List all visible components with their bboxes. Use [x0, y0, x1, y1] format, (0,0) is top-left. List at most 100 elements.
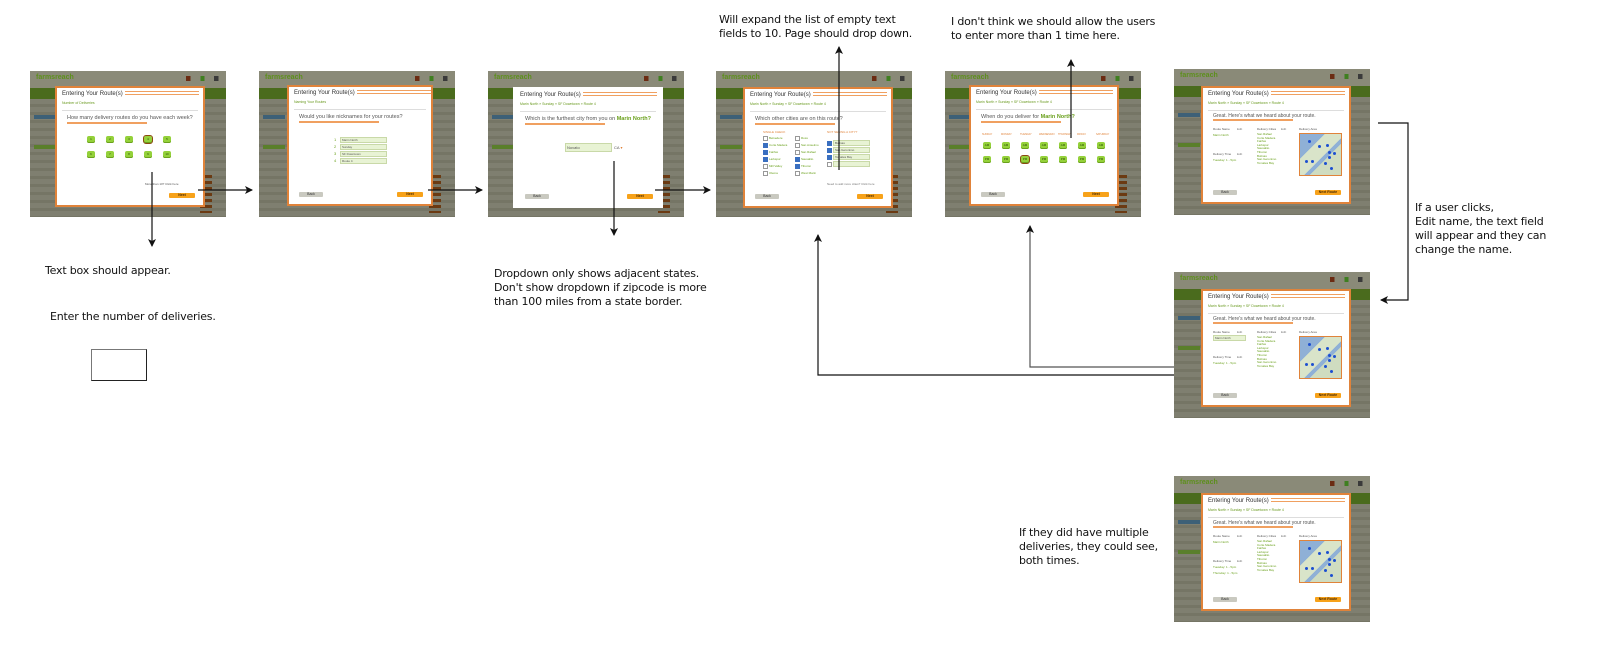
city-checkbox[interactable] — [795, 164, 800, 169]
next-button[interactable]: Next — [169, 193, 195, 198]
time-slot-button[interactable]: PM — [1020, 155, 1030, 164]
app-logo-text: farmsreach — [1180, 275, 1218, 282]
city-checkbox[interactable] — [763, 164, 768, 169]
back-button[interactable]: Back — [525, 194, 549, 199]
modal-title: Entering Your Route(s) — [1208, 91, 1269, 97]
route-count-option[interactable]: 8 — [125, 151, 133, 158]
delivery-area-map[interactable] — [1299, 540, 1342, 583]
more-link[interactable]: More than 10? Click here — [145, 182, 179, 186]
next-button[interactable]: Next — [627, 194, 653, 199]
route-count-option[interactable]: 6 — [87, 151, 95, 158]
next-route-button[interactable]: Next Route — [1315, 190, 1341, 195]
edit-time-link[interactable]: Edit — [1237, 152, 1243, 156]
time-slot-button[interactable]: AM — [1040, 142, 1048, 149]
state-dropdown[interactable]: CA ▾ — [614, 145, 623, 150]
city-checkbox[interactable] — [763, 150, 768, 155]
other-city-checkbox[interactable] — [827, 141, 832, 146]
time-slot-button[interactable]: PM — [1097, 156, 1105, 163]
back-button[interactable]: Back — [1213, 190, 1237, 195]
edit-cities-link[interactable]: Edit — [1281, 330, 1287, 334]
app-logo-text: farmsreach — [1180, 479, 1218, 486]
city-checkbox[interactable] — [795, 143, 800, 148]
other-city-input[interactable]: Tomales Bay — [833, 154, 870, 160]
city-checkbox[interactable] — [795, 136, 800, 141]
delivery-area-map[interactable] — [1299, 336, 1342, 379]
time-slot-button[interactable]: PM — [983, 156, 991, 163]
edit-name-link[interactable]: Edit — [1237, 534, 1243, 538]
delivery-area-map[interactable] — [1299, 133, 1342, 176]
note-multiple: If they did have multiple deliveries, th… — [1019, 526, 1158, 568]
route-count-option[interactable]: 3 — [125, 136, 133, 143]
next-route-button[interactable]: Next Route — [1315, 597, 1341, 602]
time-slot-button[interactable]: PM — [1040, 156, 1048, 163]
time-slot-button[interactable]: AM — [1097, 142, 1105, 149]
arrow-cities-back-to-step4 — [814, 234, 1174, 376]
edit-name-link[interactable]: Edit — [1237, 127, 1243, 131]
time-slot-button[interactable]: PM — [1078, 156, 1086, 163]
back-button[interactable]: Back — [1213, 597, 1237, 602]
time-slot-button[interactable]: AM — [1002, 142, 1010, 149]
back-button[interactable]: Back — [1213, 393, 1237, 398]
route-count-option[interactable]: 2 — [106, 136, 114, 143]
edit-cities-link[interactable]: Edit — [1281, 127, 1287, 131]
route-count-option[interactable]: 10 — [163, 151, 171, 158]
city-checkbox[interactable] — [763, 136, 768, 141]
route-count-option[interactable]: 7 — [106, 151, 114, 158]
more-link[interactable]: Need to add more cities? Click here — [827, 182, 875, 186]
city-checkbox[interactable] — [763, 157, 768, 162]
edit-cities-link[interactable]: Edit — [1281, 534, 1287, 538]
delivery-city: Fairfax — [1257, 139, 1267, 144]
other-city-input[interactable]: San Geronimo — [833, 147, 870, 153]
time-slot-button[interactable]: AM — [1059, 142, 1067, 149]
city-checkbox[interactable] — [795, 150, 800, 155]
time-slot-button[interactable]: AM — [983, 142, 991, 149]
edit-time-link[interactable]: Edit — [1237, 559, 1243, 563]
map-pin-icon — [1318, 552, 1321, 555]
next-route-button[interactable]: Next Route — [1315, 393, 1341, 398]
delivery-cities-label: Delivery Cities — [1257, 330, 1277, 334]
edit-time-link[interactable]: Edit — [1237, 355, 1243, 359]
next-button[interactable]: Next — [397, 192, 423, 197]
city-checkbox[interactable] — [795, 171, 800, 176]
time-slot-button[interactable]: AM — [1021, 142, 1029, 149]
time-slot-button[interactable]: AM — [1078, 142, 1086, 149]
route-name-label: Route Name — [1213, 127, 1230, 131]
other-city-input[interactable]: Bolinas — [833, 140, 870, 146]
delivery-city: Sausalito — [1257, 553, 1270, 558]
city-checkbox[interactable] — [763, 143, 768, 148]
app-header — [1174, 272, 1370, 289]
route-count-option[interactable]: 1 — [87, 136, 95, 143]
time-slot-button[interactable]: PM — [1059, 156, 1067, 163]
next-button[interactable]: Next — [1083, 192, 1109, 197]
route-count-option[interactable]: 5 — [163, 136, 171, 143]
delivery-area-label: Delivery Area — [1299, 127, 1317, 131]
divider — [1208, 313, 1344, 314]
city-checkbox[interactable] — [795, 157, 800, 162]
other-city-checkbox[interactable] — [827, 148, 832, 153]
note-line: Enter the number of deliveries. — [50, 310, 216, 323]
other-city-checkbox[interactable] — [827, 162, 832, 167]
nickname-input[interactable]: SF Downtown — [340, 151, 387, 157]
route-name-input[interactable]: Marin North — [1213, 335, 1246, 341]
back-button[interactable]: Back — [299, 192, 323, 197]
city-checkbox[interactable] — [763, 171, 768, 176]
route-count-option[interactable]: 4 — [143, 135, 153, 144]
map-pin-icon — [1324, 162, 1327, 165]
nickname-input[interactable]: Route 4 — [340, 158, 387, 164]
other-city-checkbox[interactable] — [827, 155, 832, 160]
city-label: San Rafael — [801, 150, 816, 154]
back-button[interactable]: Back — [981, 192, 1005, 197]
screen-step-1: farmsreach Entering Your Route(s) Number… — [30, 71, 226, 217]
other-city-input[interactable] — [833, 161, 870, 167]
edit-name-link[interactable]: Edit — [1237, 330, 1243, 334]
screen-step-2: farmsreach Entering Your Route(s) Naming… — [259, 71, 455, 217]
nickname-input[interactable]: Marin North — [340, 137, 387, 143]
back-button[interactable]: Back — [755, 194, 779, 199]
time-slot-button[interactable]: PM — [1002, 156, 1010, 163]
route-count-option[interactable]: 9 — [144, 151, 152, 158]
nickname-input[interactable]: Sunday — [340, 144, 387, 150]
next-button[interactable]: Next — [857, 194, 883, 199]
map-pin-icon — [1308, 140, 1311, 143]
city-input[interactable]: Novato — [565, 143, 612, 152]
